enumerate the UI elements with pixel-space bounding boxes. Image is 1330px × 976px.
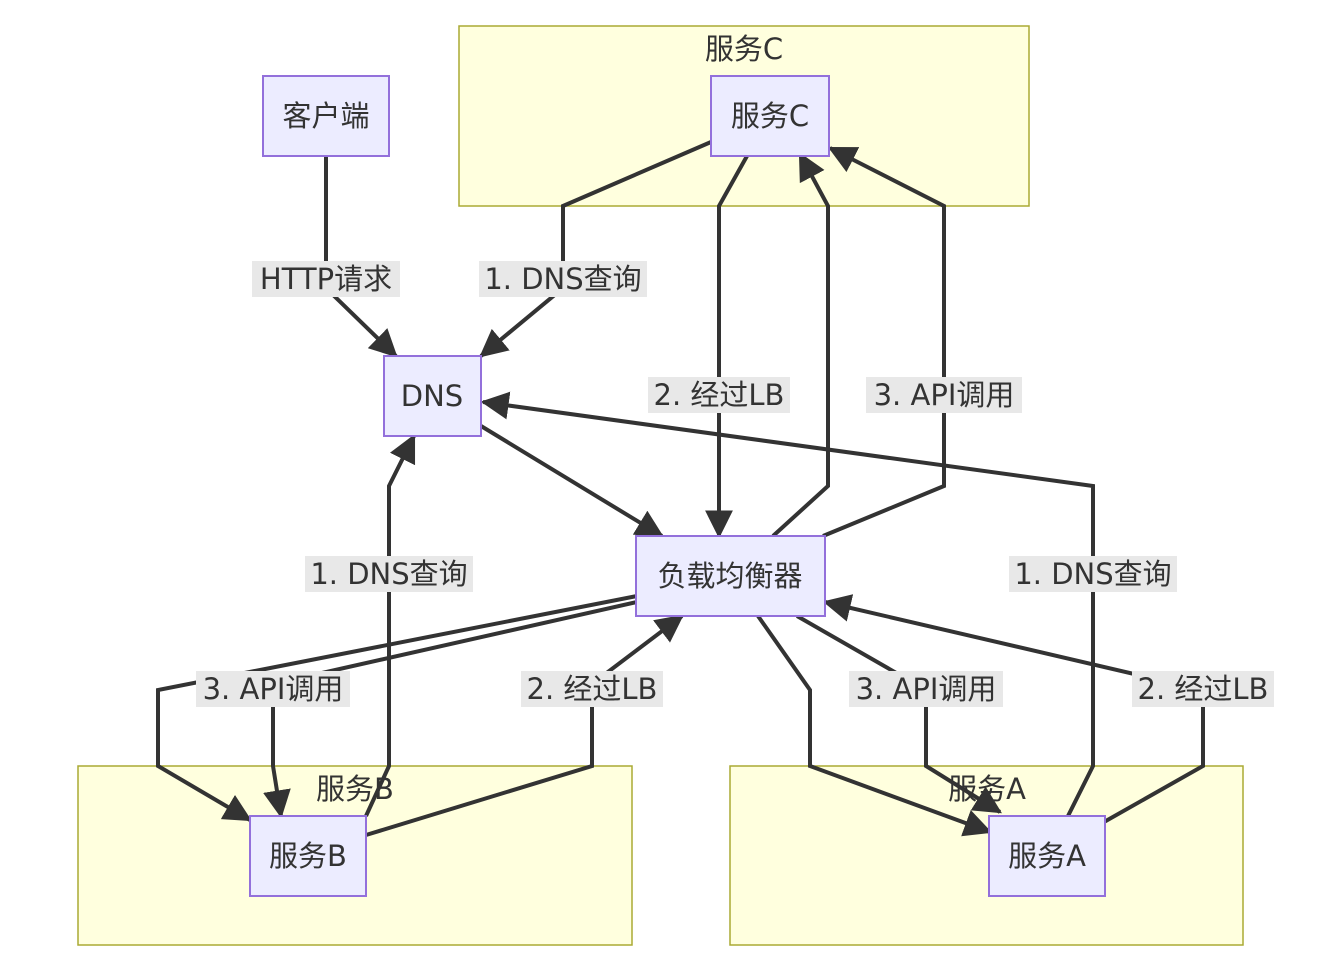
edge-label-text: 1. DNS查询 <box>484 262 641 296</box>
edge-label-text: 1. DNS查询 <box>310 557 467 591</box>
edge-label-b-via-lb: 2. 经过LB <box>521 671 663 707</box>
edge-lb-to-service-a <box>756 614 993 837</box>
node-client-label: 客户端 <box>282 99 369 133</box>
edge-client-to-dns <box>324 156 398 358</box>
edge-service-c-to-dns <box>479 140 712 358</box>
edge-label-text: 1. DNS查询 <box>1014 557 1171 591</box>
edge-label-a-dns-query: 1. DNS查询 <box>1009 556 1177 592</box>
edge-label-b-dns-query: 1. DNS查询 <box>305 556 473 592</box>
node-service-b[interactable]: 服务B <box>249 815 367 897</box>
node-load-balancer-label: 负载均衡器 <box>657 559 802 593</box>
edge-label-b-api-call: 3. API调用 <box>196 671 350 707</box>
node-client[interactable]: 客户端 <box>262 75 390 157</box>
edge-service-a-to-dns <box>480 391 1095 817</box>
edge-label-text: 3. API调用 <box>856 672 997 706</box>
edge-lb-to-service-a-api <box>796 614 1002 814</box>
node-dns-label: DNS <box>401 379 463 413</box>
edge-service-b-to-lb <box>365 614 684 837</box>
edge-lb-to-service-b <box>156 594 638 822</box>
node-service-a-label: 服务A <box>1008 839 1086 873</box>
edge-dns-to-lb <box>479 424 664 538</box>
edge-lb-to-service-c <box>771 151 830 538</box>
edge-lb-to-service-b-api <box>263 600 638 819</box>
edge-label-c-dns-query: 1. DNS查询 <box>479 261 647 297</box>
edge-lb-to-service-c-api <box>822 146 946 538</box>
cluster-service-a: 服务A <box>729 765 1244 946</box>
node-load-balancer[interactable]: 负载均衡器 <box>635 535 826 617</box>
node-service-b-label: 服务B <box>269 839 347 873</box>
edge-label-text: HTTP请求 <box>260 262 392 296</box>
edge-label-text: 3. API调用 <box>203 672 344 706</box>
node-dns[interactable]: DNS <box>383 355 482 437</box>
node-service-a[interactable]: 服务A <box>988 815 1106 897</box>
cluster-service-b-title: 服务B <box>316 772 394 806</box>
edge-label-text: 2. 经过LB <box>654 378 785 412</box>
node-service-c[interactable]: 服务C <box>710 75 830 157</box>
edge-label-c-api-call: 3. API调用 <box>866 377 1022 413</box>
node-service-c-label: 服务C <box>731 99 809 133</box>
edge-label-http-request: HTTP请求 <box>252 261 400 297</box>
edge-label-c-via-lb: 2. 经过LB <box>648 377 790 413</box>
edge-label-a-api-call: 3. API调用 <box>849 671 1003 707</box>
edge-service-a-to-lb <box>822 594 1205 824</box>
edge-label-text: 2. 经过LB <box>1138 672 1269 706</box>
edge-label-text: 2. 经过LB <box>527 672 658 706</box>
edge-label-a-via-lb: 2. 经过LB <box>1132 671 1274 707</box>
cluster-service-c-title: 服务C <box>705 32 783 66</box>
edge-service-c-to-lb <box>705 155 749 539</box>
edge-service-b-to-dns <box>364 433 416 817</box>
edge-label-text: 3. API调用 <box>874 378 1015 412</box>
